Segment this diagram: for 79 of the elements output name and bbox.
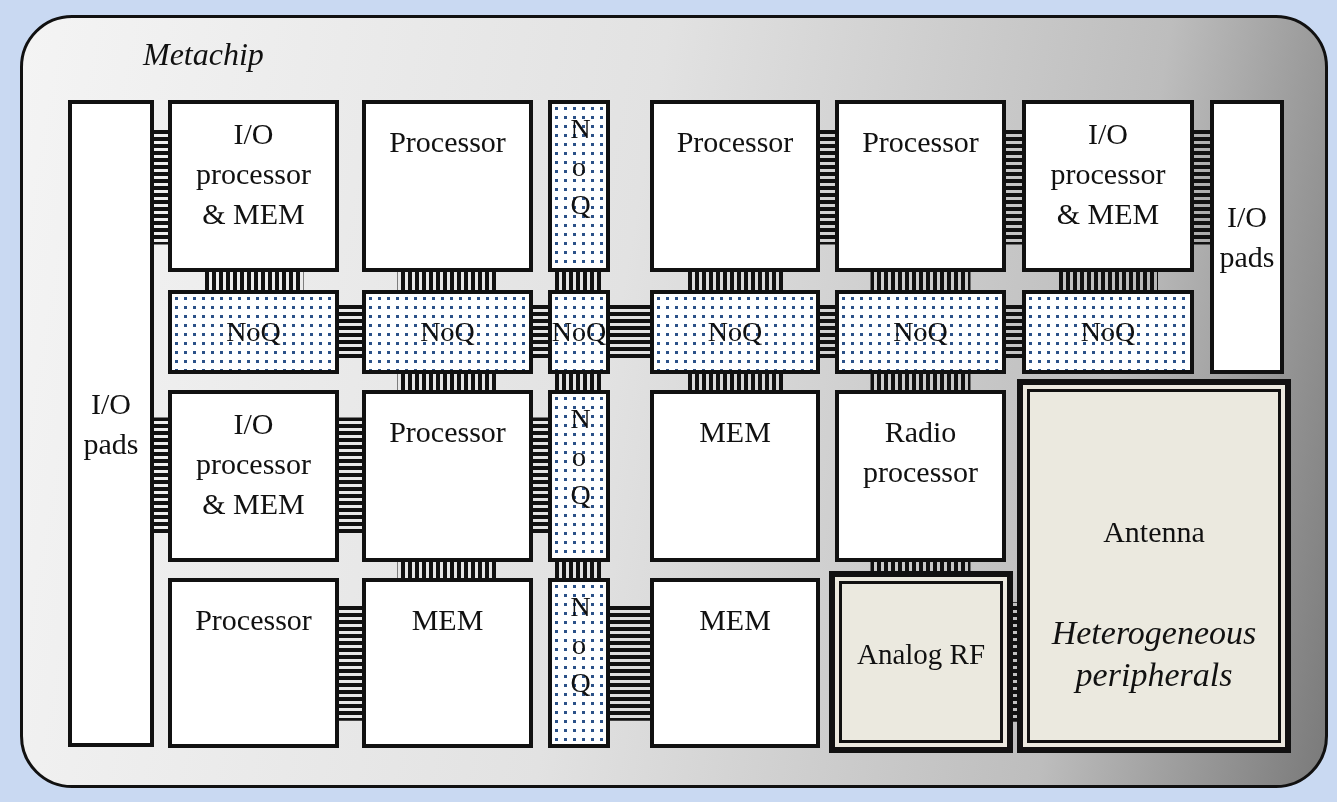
block-label: NoQ	[570, 112, 588, 222]
block-label: MEM	[699, 414, 771, 450]
block-label: Processor	[389, 124, 506, 160]
radio-processor-block	[835, 390, 1006, 562]
memory-block	[650, 390, 820, 562]
bus-connector	[610, 303, 650, 361]
bus-connector	[870, 374, 971, 390]
processor-block	[650, 100, 820, 272]
chip-outline	[20, 15, 1328, 788]
bus-connector	[820, 303, 835, 361]
bus-connector	[554, 562, 604, 578]
block-label: Processor	[389, 414, 506, 450]
interconnect-strip	[168, 290, 339, 374]
block-label: I/O pads	[82, 385, 140, 462]
bus-connector	[533, 303, 548, 361]
block-label: I/O processor & MEM	[1049, 116, 1167, 232]
block-label: Analog RF	[856, 637, 986, 672]
bus-connector	[554, 374, 604, 390]
bus-connector	[339, 417, 362, 535]
io-pad-strip	[68, 100, 154, 747]
bus-connector	[554, 272, 604, 290]
interconnect-strip	[650, 290, 820, 374]
bus-connector	[397, 562, 498, 578]
block-label: NoQ	[552, 317, 606, 347]
block-label: NoQ	[707, 317, 763, 347]
peripheral-block	[1020, 382, 1288, 750]
bus-connector	[533, 417, 548, 535]
bus-connector	[397, 272, 498, 290]
block-label: Radio processor	[862, 414, 979, 490]
block-label: I/O processor & MEM	[195, 406, 312, 522]
processor-block	[835, 100, 1006, 272]
block-label: NoQ	[1080, 317, 1136, 347]
interconnect-strip	[835, 290, 1006, 374]
chip-title: Metachip	[143, 36, 264, 73]
interconnect-strip	[548, 578, 610, 748]
block-label: NoQ	[420, 317, 475, 347]
block-label: Processor	[195, 602, 312, 638]
bus-connector	[1194, 127, 1210, 245]
block-label: Processor	[676, 124, 794, 160]
processor-block	[362, 100, 533, 272]
bus-connector	[685, 272, 785, 290]
io-pad-strip	[1210, 100, 1284, 374]
bus-connector	[339, 303, 362, 361]
bus-connector	[1006, 127, 1022, 245]
memory-block	[362, 578, 533, 748]
memory-block	[650, 578, 820, 748]
block-label: NoQ	[226, 317, 281, 347]
interconnect-strip	[1022, 290, 1194, 374]
io-processor-block	[168, 100, 339, 272]
block-label: Antenna	[1103, 514, 1205, 550]
processor-block	[362, 390, 533, 562]
block-label: NoQ	[570, 402, 588, 512]
bus-connector	[610, 605, 650, 721]
interconnect-strip	[548, 100, 610, 272]
bus-connector	[203, 272, 304, 290]
block-label: I/O processor & MEM	[195, 116, 312, 232]
bus-connector	[870, 272, 971, 290]
bus-connector	[1006, 303, 1022, 361]
bus-connector	[820, 127, 835, 245]
bus-connector	[397, 374, 498, 390]
interconnect-strip	[362, 290, 533, 374]
block-label: Heterogeneous peripherals	[1050, 613, 1258, 695]
processor-block	[168, 578, 339, 748]
block-label: NoQ	[570, 590, 588, 700]
bus-connector	[339, 605, 362, 721]
block-label: MEM	[411, 602, 484, 638]
bus-connector	[685, 374, 785, 390]
block-label: I/O pads	[1218, 199, 1276, 275]
io-processor-block	[1022, 100, 1194, 272]
interconnect-strip	[548, 290, 610, 374]
block-label: NoQ	[893, 317, 948, 347]
bus-connector	[1058, 272, 1158, 290]
block-label: MEM	[699, 602, 771, 638]
interconnect-strip	[548, 390, 610, 562]
io-processor-block	[168, 390, 339, 562]
bus-connector	[154, 127, 168, 245]
bus-connector	[154, 417, 168, 535]
analog-rf-block	[832, 574, 1010, 750]
block-label: Processor	[862, 124, 979, 160]
